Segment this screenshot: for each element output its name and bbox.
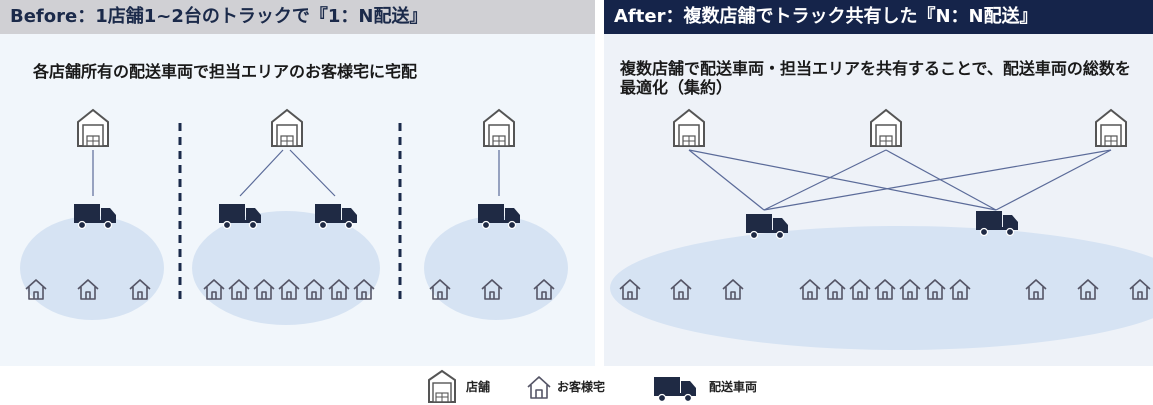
store-icon — [428, 369, 456, 403]
house-icon — [874, 279, 896, 300]
shared-delivery-area — [610, 226, 1153, 350]
connection-line — [763, 149, 887, 211]
house-icon — [25, 279, 47, 300]
after-diagram — [610, 108, 1153, 350]
house-icon — [670, 279, 692, 300]
store-icon — [271, 108, 303, 147]
connection-line — [688, 149, 765, 211]
connection-line — [688, 149, 997, 211]
house-icon — [328, 279, 350, 300]
house-icon — [924, 279, 946, 300]
delivery-area — [20, 216, 164, 320]
store-icon — [870, 108, 902, 147]
store-icon — [1095, 108, 1127, 147]
truck-icon — [746, 214, 788, 240]
house-icon — [129, 279, 151, 300]
delivery-area — [424, 216, 568, 320]
house-icon — [722, 279, 744, 300]
legend-truck-label: 配送車両 — [709, 380, 758, 394]
store-icon — [77, 108, 109, 147]
truck-icon — [74, 204, 116, 230]
after-panel: After：複数店舗でトラック共有した『N：N配送』 複数店舗で配送車両・担当エ… — [604, 0, 1153, 366]
legend-house-label: お客様宅 — [557, 380, 606, 394]
after-header: After：複数店舗でトラック共有した『N：N配送』 — [604, 0, 1153, 34]
before-diagram — [20, 108, 568, 325]
house-icon — [527, 376, 551, 399]
house-icon — [1077, 279, 1099, 300]
house-icon — [824, 279, 846, 300]
connection-line — [239, 149, 284, 197]
house-icon — [619, 279, 641, 300]
house-icon — [228, 279, 250, 300]
store-icon — [673, 108, 705, 147]
house-icon — [1025, 279, 1047, 300]
house-icon — [203, 279, 225, 300]
house-icon — [253, 279, 275, 300]
house-icon — [77, 279, 99, 300]
delivery-area — [192, 211, 380, 325]
truck-icon — [219, 204, 261, 230]
connection-line — [763, 149, 1112, 211]
house-icon — [303, 279, 325, 300]
house-icon — [949, 279, 971, 300]
house-icon — [278, 279, 300, 300]
before-header: Before：1店舗1~2台のトラックで『1：N配送』 — [0, 0, 595, 34]
house-icon — [481, 279, 503, 300]
after-subtitle: 複数店舗で配送車両・担当エリアを共有することで、配送車両の総数を最適化（集約） — [620, 59, 1131, 97]
house-icon — [899, 279, 921, 300]
truck-icon — [976, 211, 1018, 237]
house-icon — [849, 279, 871, 300]
truck-icon — [315, 204, 357, 230]
store-icon — [483, 108, 515, 147]
connection-line — [289, 149, 336, 197]
connection-line — [995, 149, 1112, 211]
legend: 店舗 お客様宅 配送車両 — [0, 366, 1153, 405]
truck-icon — [478, 204, 520, 230]
house-icon — [533, 279, 555, 300]
truck-icon — [654, 377, 696, 403]
before-subtitle: 各店舗所有の配送車両で担当エリアのお客様宅に宅配 — [33, 62, 418, 81]
legend-icons — [428, 369, 696, 403]
before-panel: Before：1店舗1~2台のトラックで『1：N配送』 各店舗所有の配送車両で担… — [0, 0, 595, 366]
house-icon — [799, 279, 821, 300]
legend-store-label: 店舗 — [466, 380, 491, 394]
house-icon — [353, 279, 375, 300]
house-icon — [1129, 279, 1151, 300]
house-icon — [429, 279, 451, 300]
